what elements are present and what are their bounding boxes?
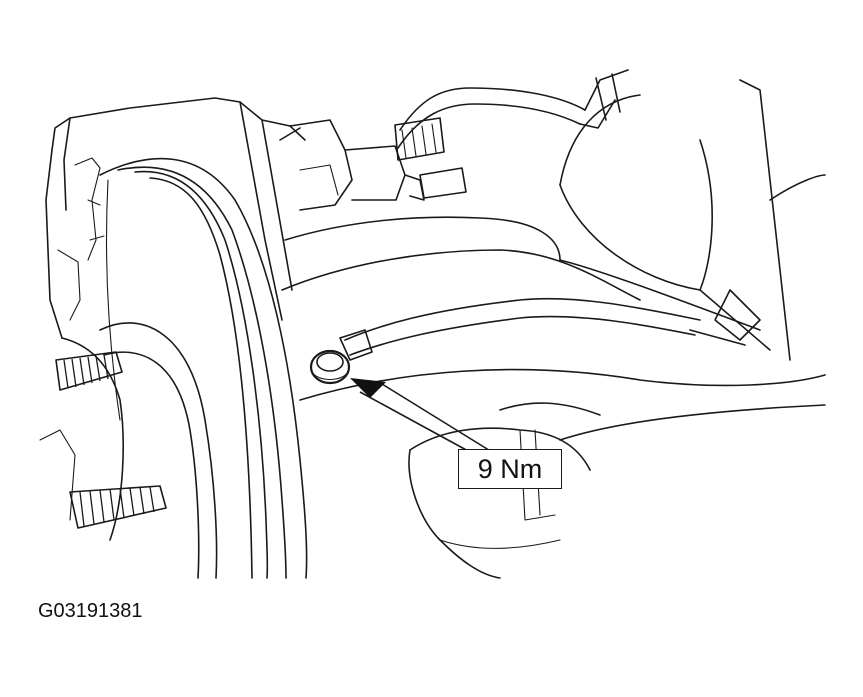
torque-label: 9 Nm — [477, 453, 543, 484]
wheel-stud-upper — [55, 351, 123, 391]
brake-rotor — [99, 157, 308, 579]
lower-bracket — [408, 402, 601, 579]
torque-callout: 9 Nm — [458, 449, 562, 489]
bolt-icon — [309, 349, 351, 385]
callout-leader — [359, 383, 493, 453]
brake-line — [339, 297, 701, 361]
caliper-mount — [279, 119, 406, 211]
brake-hose — [394, 69, 629, 201]
arrow-icon — [350, 378, 386, 398]
steering-knuckle — [281, 79, 826, 441]
wheel-stud-lower — [69, 485, 167, 529]
wheel-hub — [39, 337, 124, 541]
caliper-body — [45, 97, 306, 339]
figure-id: G03191381 — [38, 600, 143, 622]
